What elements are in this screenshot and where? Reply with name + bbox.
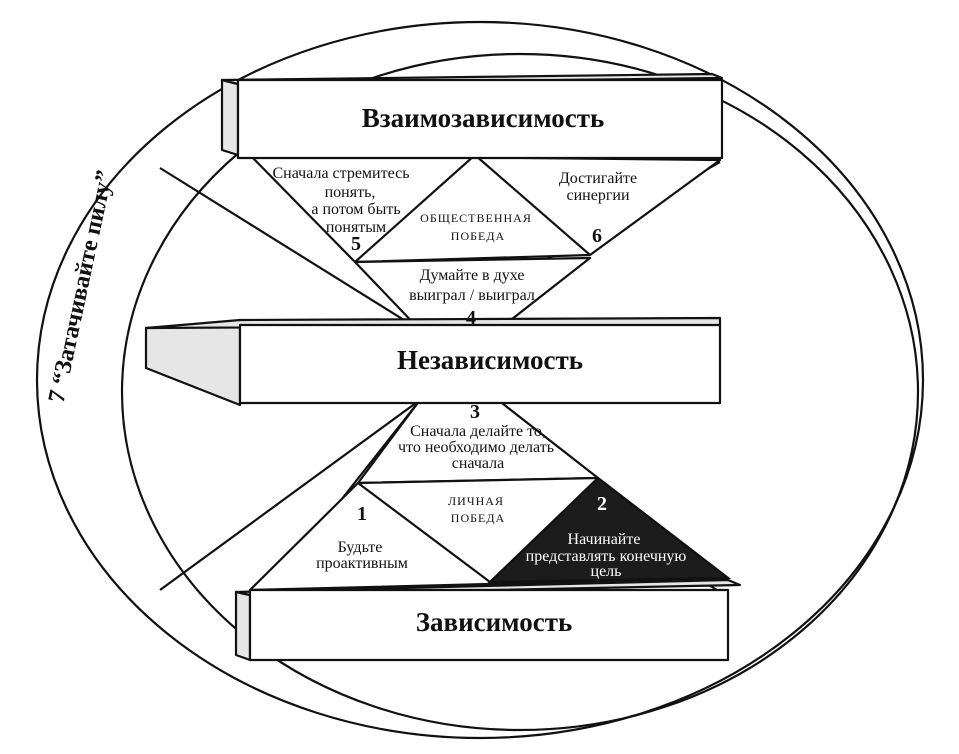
inner-circle — [120, 52, 920, 732]
habit-4-number: 4 — [466, 307, 476, 329]
habit-divider — [474, 154, 591, 256]
public-victory-label: ОБЩЕСТВЕННАЯ ПОБЕДА — [420, 211, 536, 243]
habit-6-text: Достигайте синергии — [559, 170, 641, 204]
habit-2-dark-area — [487, 476, 732, 584]
outer-circle — [35, 20, 925, 740]
dependence-bar-side — [234, 590, 252, 662]
diagonal-line — [159, 167, 421, 331]
habit-5-text: Сначала стремитесь понять, а потом быть … — [272, 165, 413, 236]
habit-divider — [357, 482, 491, 583]
interdependence-label: Взаимозависимость — [362, 103, 605, 133]
interdependence-bar-side — [220, 78, 240, 157]
dependence-bar — [248, 588, 730, 662]
habit-1-text: Будьте проактивным — [316, 539, 408, 572]
habit-6-number: 6 — [592, 225, 602, 247]
diagonal-line — [159, 399, 421, 591]
independence-bar-side — [144, 323, 242, 407]
private-victory-label: ЛИЧНАЯ ПОБЕДА — [448, 494, 508, 525]
habit-1-number: 1 — [357, 503, 367, 525]
dependence-label: Зависимость — [416, 607, 573, 637]
habit-2-number: 2 — [597, 493, 607, 515]
interdependence-bar — [236, 78, 724, 160]
habit-5-number: 5 — [351, 233, 361, 255]
habit-2-text: Начинайте представлять конечную цель — [526, 531, 691, 580]
habit-3-number: 3 — [470, 401, 480, 423]
habit-4-text: Думайте в духе выиграл / выиграл — [409, 267, 535, 304]
independence-bar — [238, 323, 722, 405]
habit-divider — [354, 154, 476, 263]
habit-3-text: Сначала делайте то, что необходимо делат… — [398, 423, 558, 472]
sharpen-the-saw-label: 7 “Затачивайте пилу” — [44, 168, 119, 405]
independence-label: Независимость — [397, 345, 583, 375]
